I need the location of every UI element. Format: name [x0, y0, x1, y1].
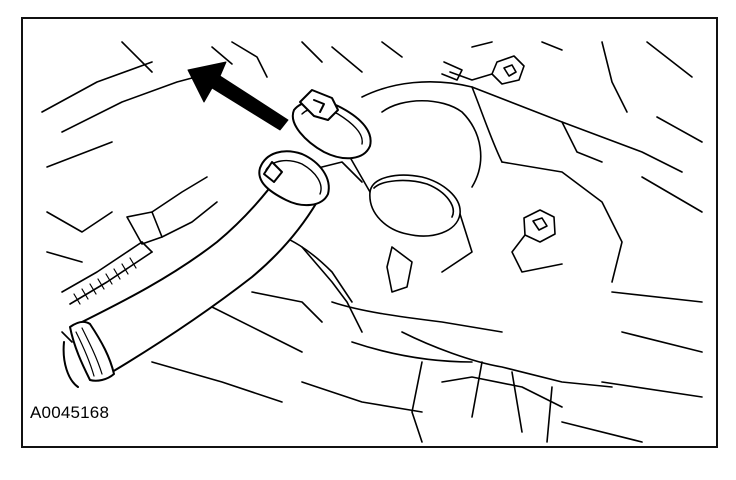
engine-hose-illustration	[41, 41, 703, 443]
engine-background-lines	[41, 41, 703, 443]
illustration-frame: A0045168	[21, 17, 718, 448]
figure-id-label: A0045168	[28, 403, 114, 423]
callout-arrow-icon	[187, 61, 289, 131]
coolant-hose	[62, 171, 318, 388]
hose-clamps	[258, 89, 372, 207]
wire-harness-coil	[73, 257, 137, 305]
